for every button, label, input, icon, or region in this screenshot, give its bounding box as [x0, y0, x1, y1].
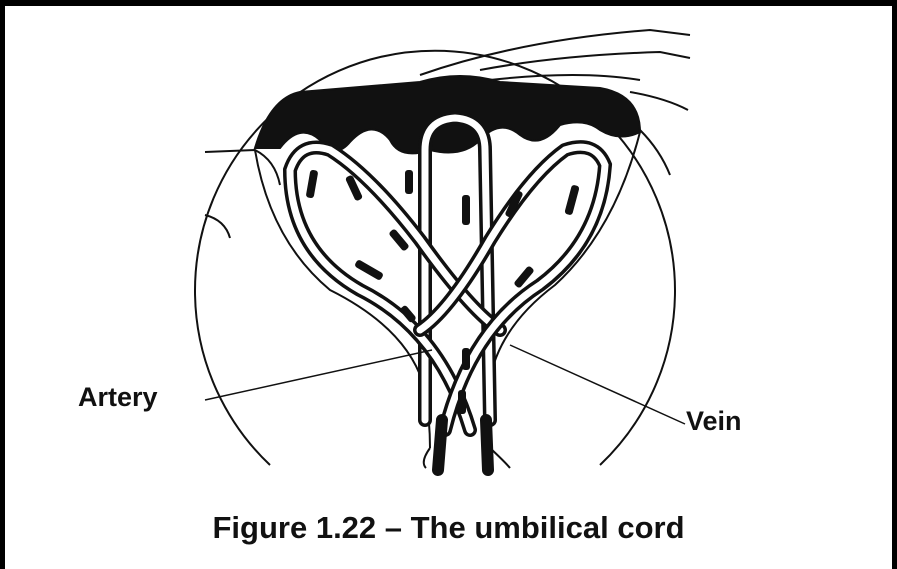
figure-caption: Figure 1.22 – The umbilical cord	[0, 510, 897, 546]
artery-leader-line	[205, 350, 432, 400]
vein-label: Vein	[686, 406, 742, 437]
vein-leader-line	[510, 345, 685, 424]
artery-label: Artery	[78, 382, 158, 413]
